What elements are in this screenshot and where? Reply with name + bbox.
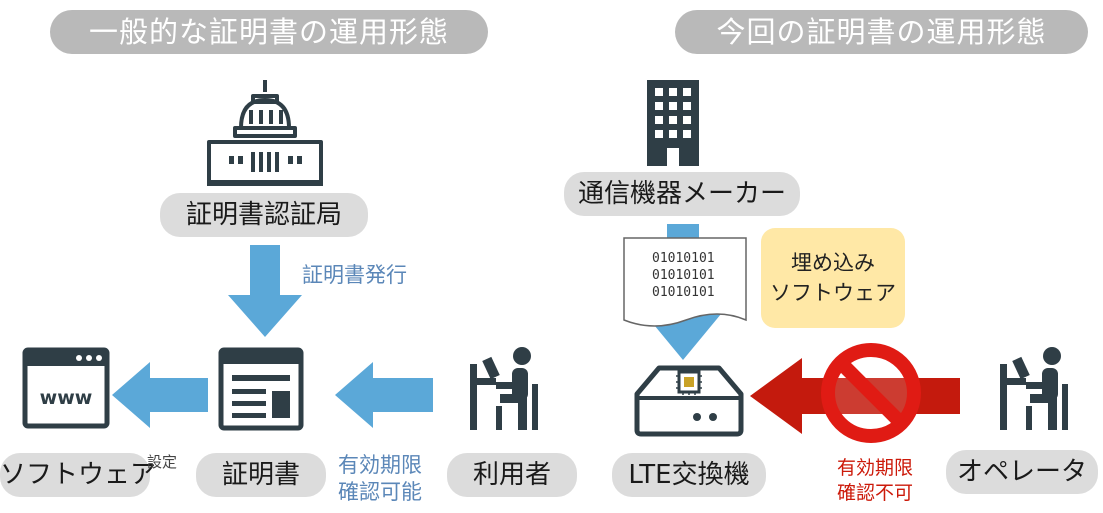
certificate-icon bbox=[218, 347, 304, 431]
binary-text: 01010101 01010101 01010101 bbox=[652, 250, 715, 301]
embedded-software-note: 埋め込み ソフトウェア bbox=[761, 228, 905, 328]
user-label: 利用者 bbox=[447, 453, 577, 497]
left-arrow-icon bbox=[335, 362, 433, 428]
binary-line: 01010101 bbox=[652, 285, 715, 300]
office-building-icon bbox=[647, 80, 699, 166]
prohibition-icon bbox=[821, 343, 921, 443]
issue-label: 証明書発行 bbox=[302, 263, 407, 287]
validity-line2: 確認不可 bbox=[836, 482, 913, 504]
binary-line: 01010101 bbox=[652, 251, 715, 266]
browser-window-icon: www bbox=[22, 347, 110, 429]
red-left-arrow-icon bbox=[750, 358, 960, 434]
validity-check-line2: 確認可能 bbox=[338, 480, 422, 504]
settings-label: 設定 bbox=[147, 453, 178, 471]
operator-label: オペレータ bbox=[946, 450, 1098, 494]
left-arrow-icon bbox=[112, 362, 208, 428]
device-label: LTE交換機 bbox=[612, 453, 766, 497]
capitol-building-icon bbox=[207, 80, 323, 186]
validity-check-possible: 有効期限 確認可能 bbox=[338, 452, 422, 506]
user-at-desk-icon bbox=[470, 347, 538, 430]
binary-line: 01010101 bbox=[652, 268, 715, 283]
operator-at-desk-icon bbox=[1000, 347, 1068, 430]
validity-check-line1: 有効期限 bbox=[338, 453, 422, 477]
validity-line1: 有効期限 bbox=[836, 457, 913, 479]
validity-check-impossible: 有効期限 確認不可 bbox=[830, 456, 920, 506]
authority-label: 証明書認証局 bbox=[160, 193, 368, 237]
binary-document-icon bbox=[623, 237, 747, 327]
lte-device-icon bbox=[634, 365, 744, 437]
down-arrow-icon bbox=[228, 245, 302, 337]
certificate-label: 証明書 bbox=[196, 453, 326, 497]
embedded-line1: 埋め込み bbox=[791, 251, 875, 275]
www-text: www bbox=[40, 387, 93, 409]
left-header: 一般的な証明書の運用形態 bbox=[50, 10, 488, 54]
vendor-label: 通信機器メーカー bbox=[564, 172, 800, 216]
embedded-line2: ソフトウェア bbox=[770, 281, 896, 305]
right-header: 今回の証明書の運用形態 bbox=[675, 10, 1088, 54]
software-label: ソフトウェア bbox=[0, 453, 156, 497]
